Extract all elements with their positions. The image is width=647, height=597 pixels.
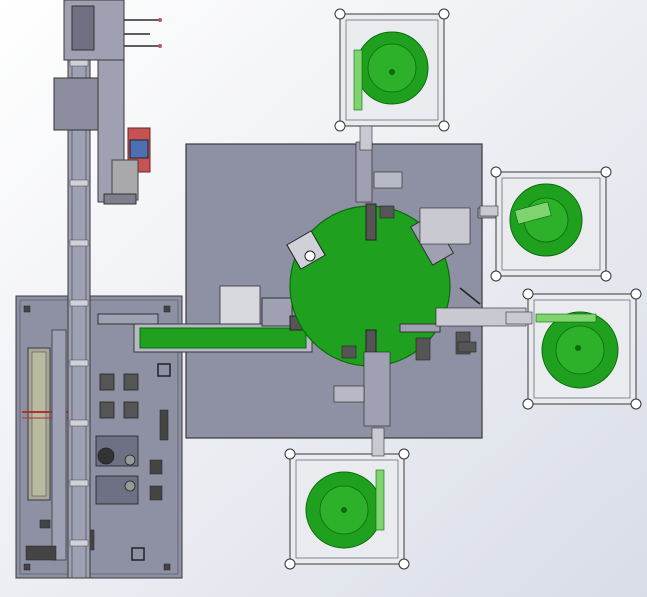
horizontal-transfer-conveyor <box>97 297 313 353</box>
bottom-feeder-bowl <box>284 427 410 570</box>
right-upper-feeder-bowl <box>479 166 612 282</box>
table-fixture <box>286 230 326 270</box>
motor-unit <box>103 127 151 205</box>
vertical-conveyor <box>53 0 162 579</box>
top-feeder-bowl <box>334 8 450 151</box>
clamp-station-group <box>95 373 139 505</box>
right-lower-feeder-bowl <box>505 288 642 410</box>
